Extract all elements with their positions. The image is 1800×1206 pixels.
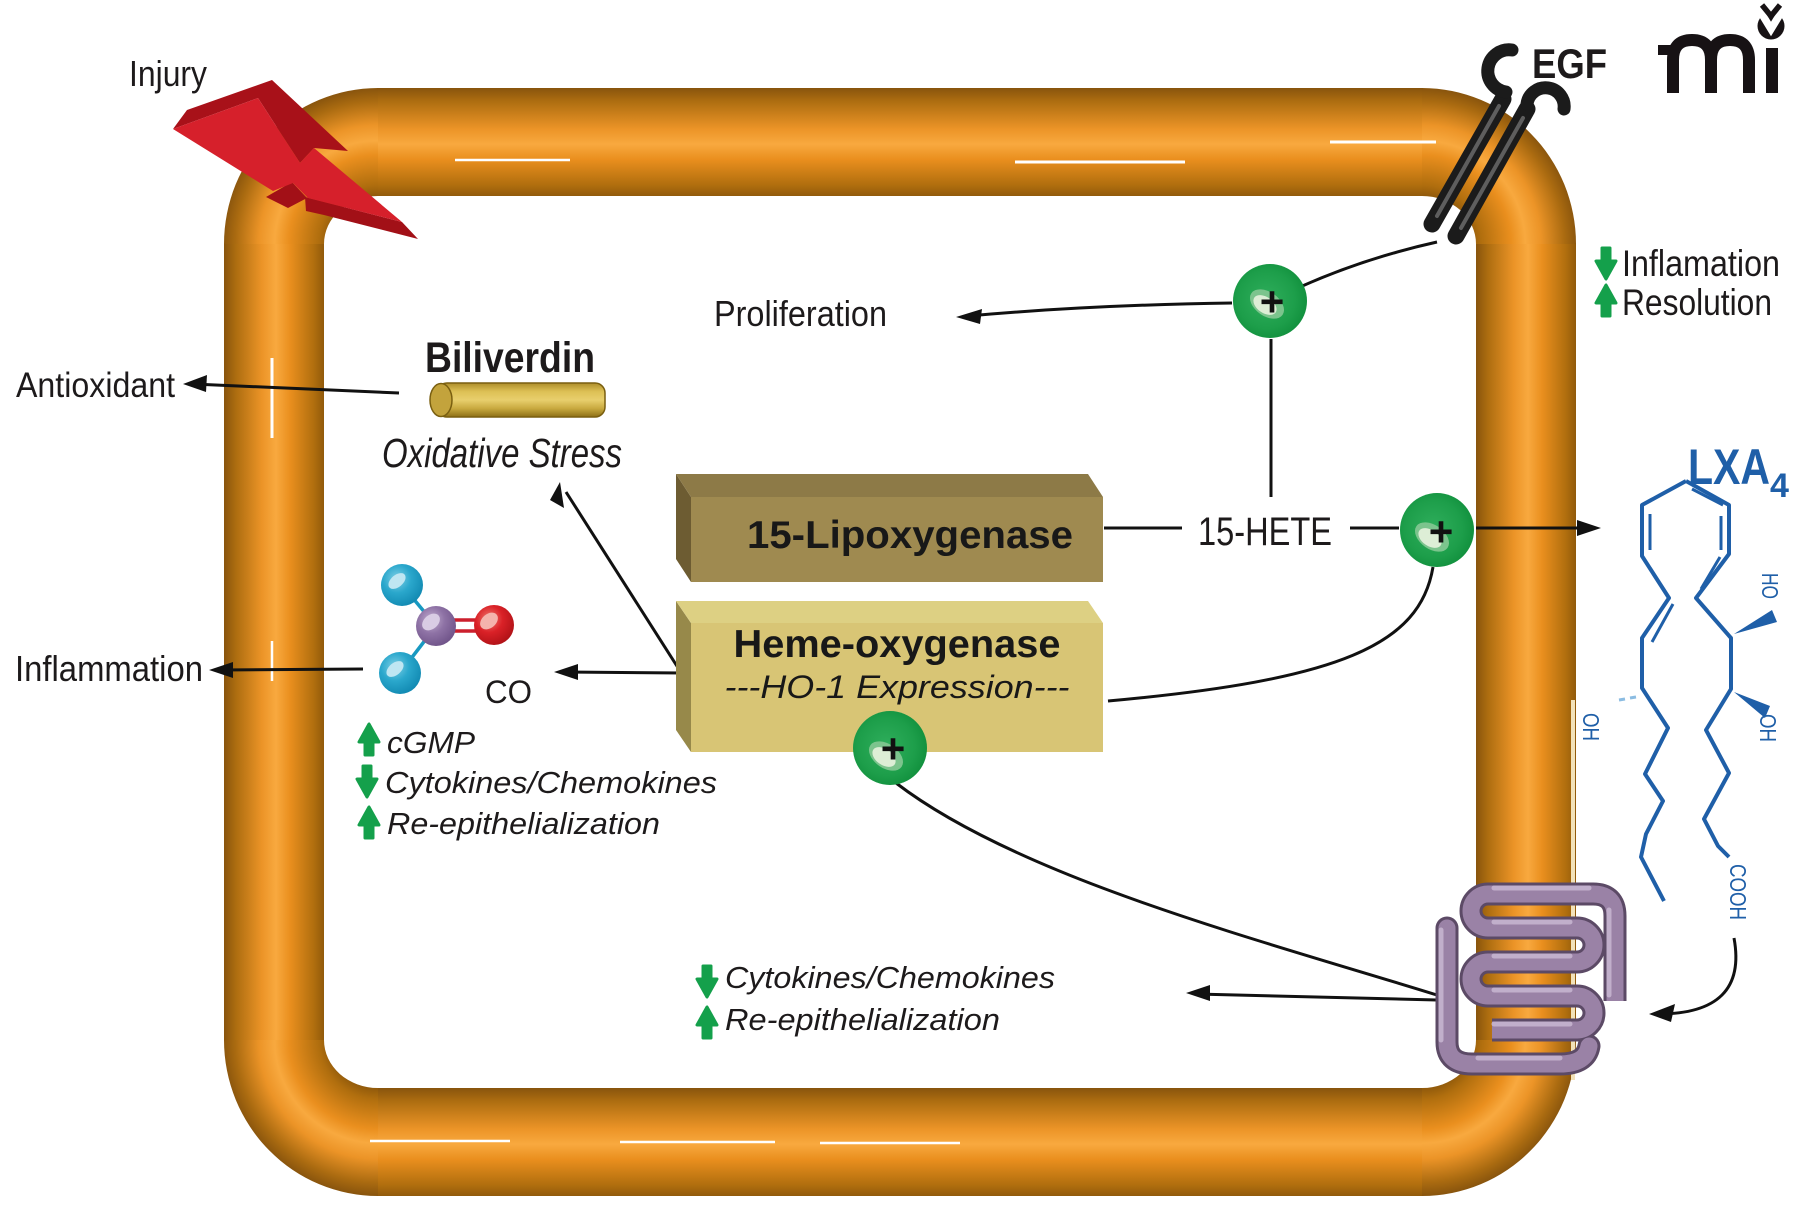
svg-text:Re-epithelialization: Re-epithelialization <box>387 806 660 841</box>
svg-text:CO: CO <box>485 674 532 710</box>
svg-text:Injury: Injury <box>129 53 207 94</box>
svg-text:Resolution: Resolution <box>1622 282 1772 323</box>
svg-text:cGMP: cGMP <box>387 725 475 760</box>
svg-text:OH: OH <box>1578 713 1604 741</box>
svg-text:Cytokines/Chemokines: Cytokines/Chemokines <box>725 960 1055 995</box>
svg-text:Oxidative Stress: Oxidative Stress <box>382 430 622 476</box>
svg-text:Antioxidant: Antioxidant <box>16 366 175 405</box>
svg-text:+: + <box>1429 508 1454 555</box>
svg-text:---HO-1 Expression---: ---HO-1 Expression--- <box>725 669 1070 705</box>
svg-text:Inflamation: Inflamation <box>1622 243 1780 284</box>
svg-text:HO: HO <box>1757 573 1783 599</box>
svg-text:Re-epithelialization: Re-epithelialization <box>725 1002 1000 1037</box>
svg-text:Cytokines/Chemokines: Cytokines/Chemokines <box>385 765 717 800</box>
svg-text:4: 4 <box>1770 467 1789 505</box>
svg-text:LXA: LXA <box>1688 439 1770 495</box>
svg-text:OH: OH <box>1755 714 1781 742</box>
svg-text:+: + <box>881 725 906 772</box>
svg-text:Biliverdin: Biliverdin <box>425 334 595 382</box>
svg-text:15-Lipoxygenase: 15-Lipoxygenase <box>747 514 1073 557</box>
svg-text:+: + <box>1260 278 1285 325</box>
svg-text:Heme-oxygenase: Heme-oxygenase <box>734 623 1061 666</box>
svg-text:Inflammation: Inflammation <box>15 648 203 689</box>
svg-text:15-HETE: 15-HETE <box>1198 510 1332 554</box>
svg-text:Proliferation: Proliferation <box>714 293 887 334</box>
svg-text:COOH: COOH <box>1725 864 1751 920</box>
svg-text:EGF: EGF <box>1532 40 1607 87</box>
